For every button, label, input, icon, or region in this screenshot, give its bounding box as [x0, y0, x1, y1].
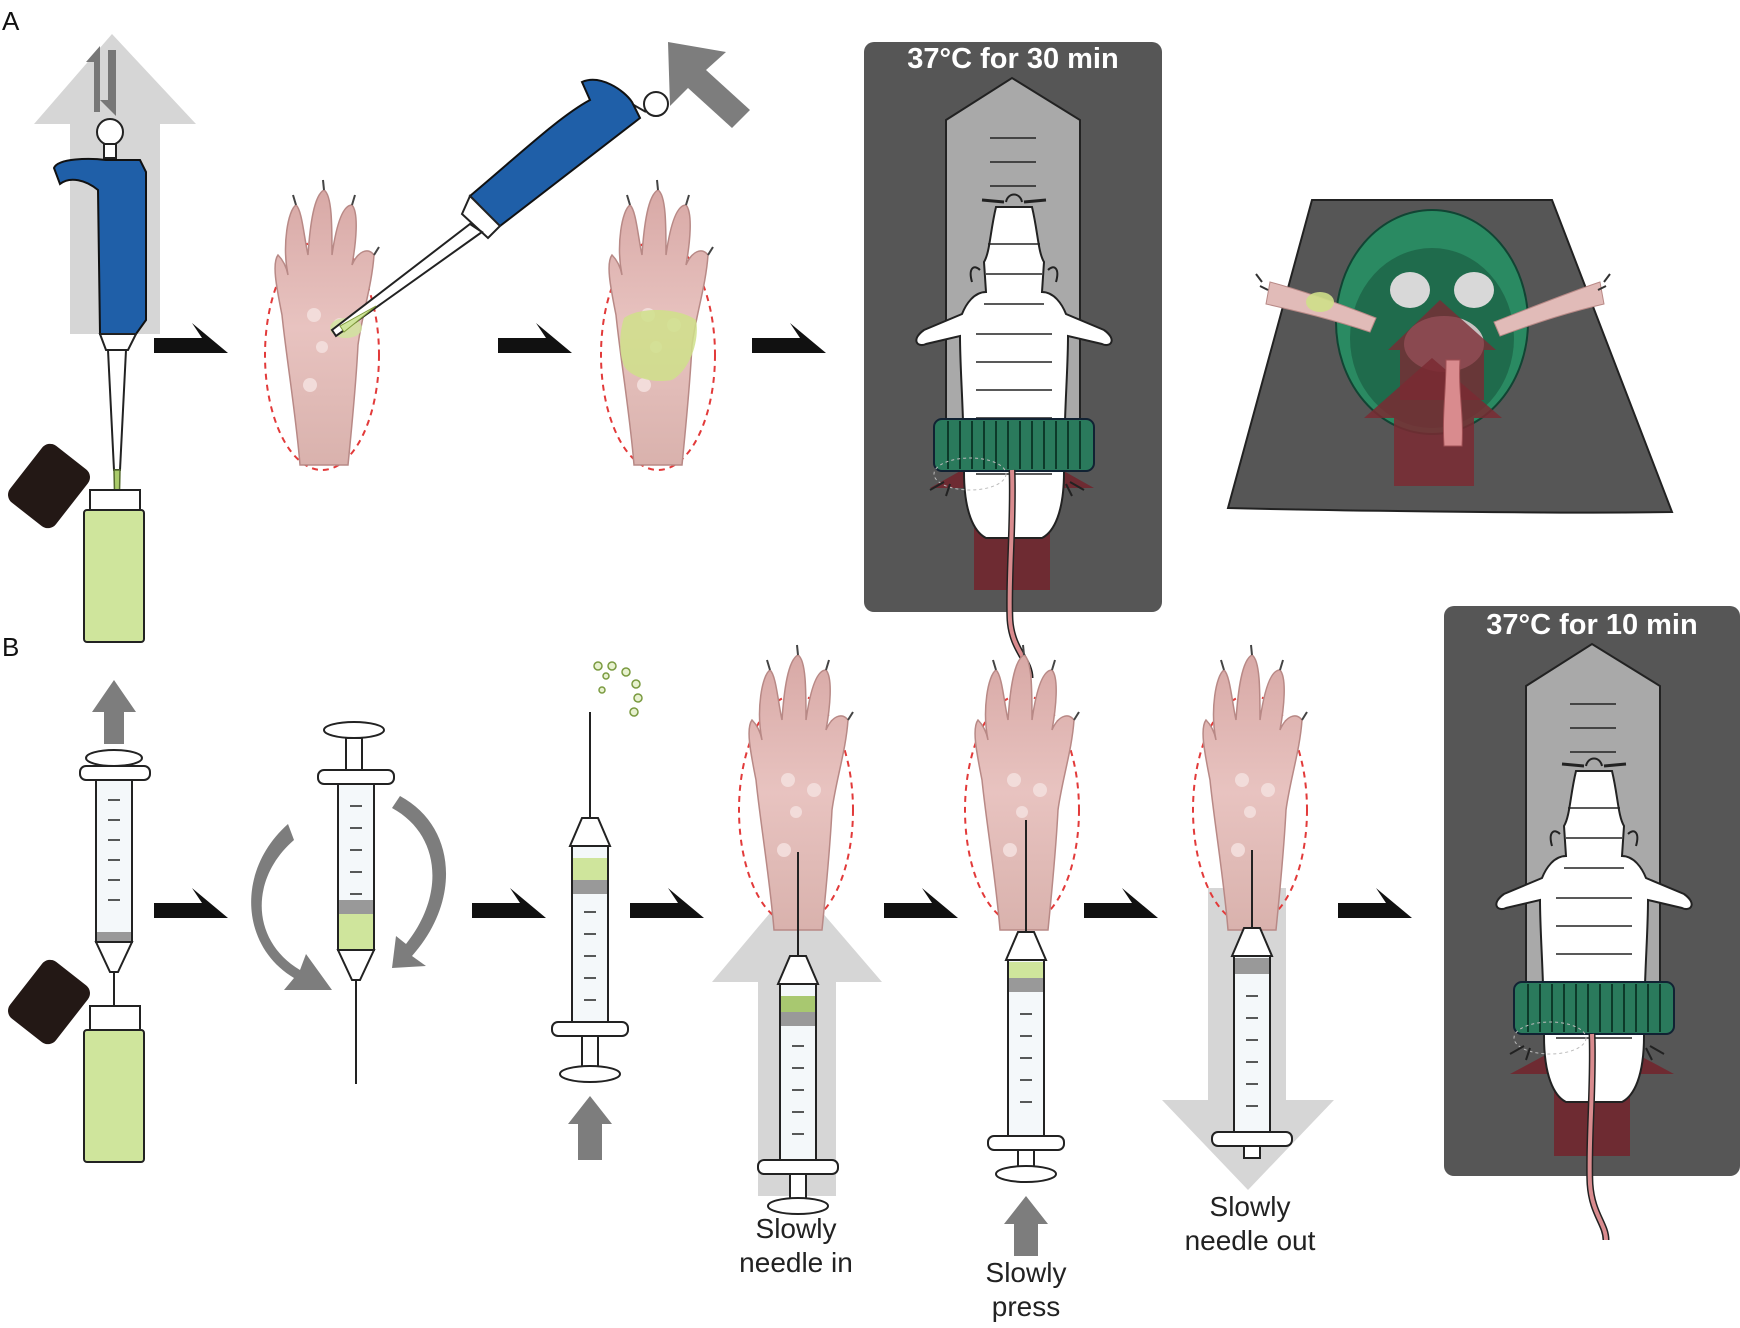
panel-b-label: B — [2, 632, 19, 662]
injection-site-ring — [1192, 694, 1308, 926]
step-arrow-icon — [154, 888, 228, 918]
step-arrow-icon — [154, 323, 228, 353]
injection-site-ring — [738, 694, 854, 926]
step-arrow-icon — [472, 888, 546, 918]
restrainer-tail-view — [1226, 199, 1674, 514]
vial-cap-icon — [8, 959, 90, 1045]
step-press: Slowly press — [964, 644, 1080, 1322]
syringe-expel-air — [551, 661, 643, 1160]
injection-site-ring — [264, 239, 380, 471]
incubation-label: 37°C for 10 min — [1486, 609, 1697, 641]
injection-site-ring — [600, 239, 716, 471]
pipette-drawing-vial — [8, 34, 196, 643]
injection-site-ring — [964, 694, 1080, 926]
rotate-arrow-icon — [251, 824, 332, 990]
restrainer-cap-icon — [933, 418, 1095, 472]
incubation-label: 37°C for 30 min — [907, 43, 1118, 75]
step-caption: needle out — [1185, 1225, 1316, 1256]
paw-pipette-application — [264, 42, 750, 471]
syringe-icon — [95, 779, 133, 943]
step-arrow-icon — [1338, 888, 1412, 918]
step-arrow-icon — [630, 888, 704, 918]
step-caption: needle in — [739, 1247, 853, 1278]
panel-a-label: A — [2, 6, 20, 36]
restrainer-cap-icon — [1513, 981, 1675, 1035]
step-needle-out: Slowly needle out — [1162, 644, 1334, 1256]
up-arrow-icon — [568, 1096, 612, 1160]
vial-icon — [83, 509, 145, 643]
rotate-arrow-icon — [392, 796, 447, 968]
syringe-inverting — [251, 721, 447, 1084]
step-caption: Slowly — [1210, 1191, 1291, 1222]
vial-cap-icon — [8, 443, 90, 529]
up-arrow-icon — [92, 680, 136, 744]
paw-with-solution — [600, 179, 716, 471]
step-caption: Slowly — [756, 1213, 837, 1244]
restrainer-incubation-a: 37°C for 30 min — [864, 42, 1162, 679]
restrainer-incubation-b: 37°C for 10 min — [1444, 606, 1740, 1241]
step-needle-in: Slowly needle in — [712, 644, 882, 1278]
step-arrow-icon — [498, 323, 572, 353]
step-caption: Slowly — [986, 1257, 1067, 1288]
step-arrow-icon — [752, 323, 826, 353]
vial-icon — [83, 1029, 145, 1163]
mouse-paw-icon — [274, 179, 380, 466]
up-arrow-icon — [1004, 1196, 1048, 1256]
pipette-icon — [52, 158, 147, 335]
pipette-icon — [468, 79, 642, 228]
step-arrow-icon — [884, 888, 958, 918]
step-caption: press — [992, 1291, 1060, 1322]
step-arrow-icon — [1084, 888, 1158, 918]
syringe-drawing-vial — [8, 680, 151, 1163]
